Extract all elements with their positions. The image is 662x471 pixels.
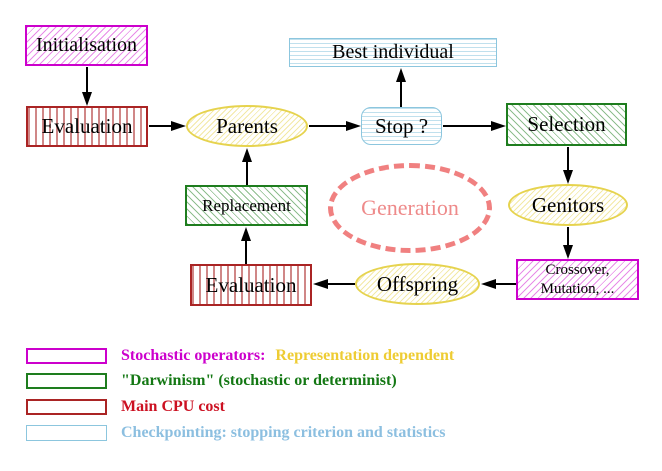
legend-representation-label: Representation dependent	[275, 347, 455, 364]
node-generation: Generation	[328, 163, 492, 253]
node-stop: Stop ?	[361, 107, 442, 145]
node-genitors: Genitors	[508, 184, 628, 226]
arrow-line	[443, 125, 492, 127]
arrow-line	[246, 161, 248, 185]
arrow-line	[327, 283, 355, 285]
legend-darwinism-label: "Darwinism" (stochastic or determinist)	[121, 372, 397, 389]
arrowhead-right-icon	[346, 121, 361, 131]
arrowhead-down-icon	[563, 170, 573, 184]
arrow-line	[495, 283, 516, 285]
legend-row-cpu-cost: Main CPU cost	[26, 398, 225, 416]
node-parents: Parents	[186, 105, 308, 147]
arrow-line	[149, 125, 172, 127]
node-replacement: Replacement	[185, 185, 308, 226]
arrowhead-up-icon	[242, 148, 252, 162]
arrowhead-up-icon	[396, 68, 406, 82]
cyan-horizontal-stripes-swatch	[26, 425, 107, 441]
arrow-line	[245, 240, 247, 264]
node-evaluation-top-label: Evaluation	[41, 114, 133, 138]
node-replacement-label: Replacement	[202, 195, 291, 215]
arrow-line	[567, 147, 569, 172]
green-diagonal-hatch-swatch	[26, 373, 107, 389]
legend-row-darwinism: "Darwinism" (stochastic or determinist)	[26, 372, 397, 390]
node-best-individual-label: Best individual	[332, 41, 454, 63]
arrowhead-right-icon	[491, 121, 506, 131]
legend-row-checkpointing: Checkpointing: stopping criterion and st…	[26, 424, 445, 442]
arrowhead-right-icon	[171, 121, 186, 131]
legend-stochastic-label: Stochastic operators:	[121, 347, 266, 364]
arrow-line	[400, 81, 402, 107]
magenta-diagonal-hatch-swatch	[26, 348, 107, 364]
arrowhead-up-icon	[241, 227, 251, 241]
node-crossover-mutation: Crossover, Mutation, ...	[516, 259, 639, 300]
node-stop-label: Stop ?	[374, 113, 429, 138]
arrow-line	[567, 227, 569, 246]
node-best-individual: Best individual	[289, 38, 497, 67]
arrowhead-left-icon	[313, 279, 328, 289]
node-evaluation-top: Evaluation	[26, 106, 148, 147]
arrowhead-left-icon	[481, 279, 496, 289]
node-generation-label: Generation	[361, 195, 459, 220]
node-selection: Selection	[506, 103, 627, 146]
node-genitors-label: Genitors	[531, 192, 605, 217]
arrow-line	[86, 67, 88, 93]
node-parents-label: Parents	[216, 113, 278, 138]
node-selection-label: Selection	[527, 112, 606, 136]
node-evaluation-bottom-label: Evaluation	[205, 272, 297, 297]
arrowhead-down-icon	[82, 92, 92, 106]
red-vertical-stripes-swatch	[26, 399, 107, 415]
node-crossover-line2: Mutation, ...	[540, 280, 615, 297]
legend-row-stochastic: Stochastic operators: Representation dep…	[26, 347, 454, 365]
arrowhead-down-icon	[563, 245, 573, 259]
node-initialisation: Initialisation	[25, 25, 148, 66]
arrow-line	[309, 125, 347, 127]
node-offspring: Offspring	[355, 263, 480, 305]
legend-checkpointing-label: Checkpointing: stopping criterion and st…	[121, 424, 446, 441]
legend-cpu-cost-label: Main CPU cost	[121, 398, 225, 415]
node-evaluation-bottom: Evaluation	[190, 264, 312, 306]
node-offspring-label: Offspring	[376, 271, 459, 296]
node-crossover-line1: Crossover,	[545, 261, 610, 278]
node-initialisation-label: Initialisation	[35, 34, 138, 56]
